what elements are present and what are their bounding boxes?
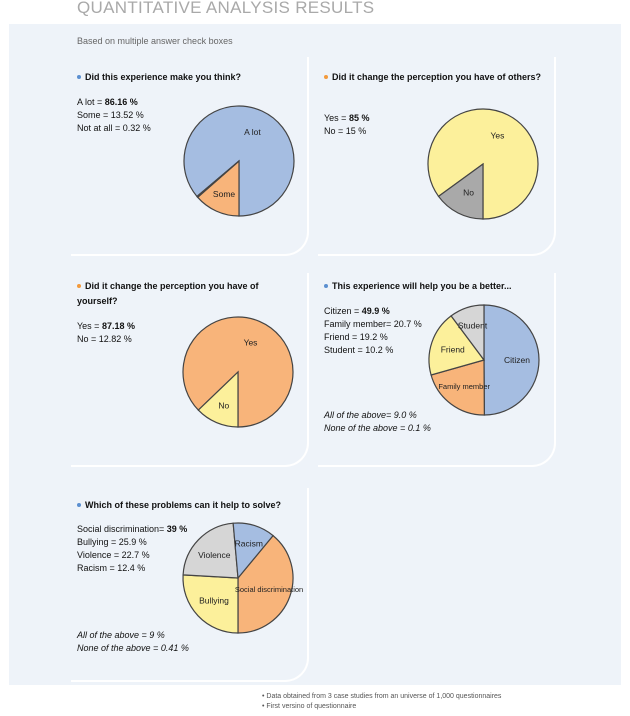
stat-line: Not at all = 0.32 %	[77, 123, 151, 133]
stat-line: Violence = 22.7 %	[77, 550, 150, 560]
note-line: None of the above = 0.1 %	[324, 423, 431, 433]
bullet-icon	[324, 283, 328, 288]
card-think	[71, 57, 309, 256]
stats-yourself: Yes = 87.18 % No = 12.82 %	[77, 320, 135, 346]
stats-think: A lot = 86.16 % Some = 13.52 % Not at al…	[77, 96, 151, 135]
stat-line: Yes = 87.18 %	[77, 321, 135, 331]
footnote: • Data obtained from 3 case studies from…	[262, 693, 502, 700]
card-problems	[71, 488, 309, 682]
stats-problems: Social discrimination= 39 % Bullying = 2…	[77, 523, 187, 575]
bullet-icon	[77, 502, 81, 507]
question-text: Which of these problems can it help to s…	[85, 500, 282, 510]
stat-line: Citizen = 49.9 %	[324, 306, 390, 316]
question-text: This experience will help you be a bette…	[332, 281, 512, 291]
note-line: All of the above= 9.0 %	[324, 410, 417, 420]
page-title: QUANTITATIVE ANALYSIS RESULTS	[77, 0, 375, 17]
stat-line: Student = 10.2 %	[324, 345, 394, 355]
card-better	[318, 273, 556, 467]
stat-line: Bullying = 25.9 %	[77, 537, 147, 547]
question-problems: Which of these problems can it help to s…	[77, 498, 301, 513]
question-yourself: Did it change the perception you have of…	[77, 279, 297, 309]
notes-better: All of the above= 9.0 % None of the abov…	[324, 409, 431, 435]
bullet-icon	[77, 283, 81, 288]
stat-line: No = 15 %	[324, 126, 367, 136]
page-subtitle: Based on multiple answer check boxes	[77, 36, 233, 46]
stat-line: Friend = 19.2 %	[324, 332, 388, 342]
stat-line: Family member= 20.7 %	[324, 319, 422, 329]
question-text: Did it change the perception you have of…	[77, 281, 259, 306]
bullet-icon	[324, 74, 328, 79]
stat-line: Racism = 12.4 %	[77, 563, 146, 573]
question-think: Did this experience make you think?	[77, 70, 299, 85]
stats-others: Yes = 85 % No = 15 %	[324, 112, 369, 138]
footnote: • First versino of questionnaire	[262, 703, 357, 710]
stats-better: Citizen = 49.9 % Family member= 20.7 % F…	[324, 305, 422, 357]
note-line: All of the above = 9 %	[77, 630, 165, 640]
question-others: Did it change the perception you have of…	[324, 70, 544, 85]
note-line: None of the above = 0.41 %	[77, 643, 189, 653]
question-text: Did this experience make you think?	[85, 72, 242, 82]
bullet-icon	[77, 74, 81, 79]
notes-problems: All of the above = 9 % None of the above…	[77, 629, 189, 655]
card-others	[318, 57, 556, 256]
question-better: This experience will help you be a bette…	[324, 279, 544, 294]
stat-line: No = 12.82 %	[77, 334, 132, 344]
card-yourself	[71, 273, 309, 467]
stat-line: Social discrimination= 39 %	[77, 524, 188, 534]
question-text: Did it change the perception you have of…	[332, 72, 542, 82]
stat-line: Yes = 85 %	[324, 113, 370, 123]
stat-line: Some = 13.52 %	[77, 110, 144, 120]
stat-line: A lot = 86.16 %	[77, 97, 138, 107]
